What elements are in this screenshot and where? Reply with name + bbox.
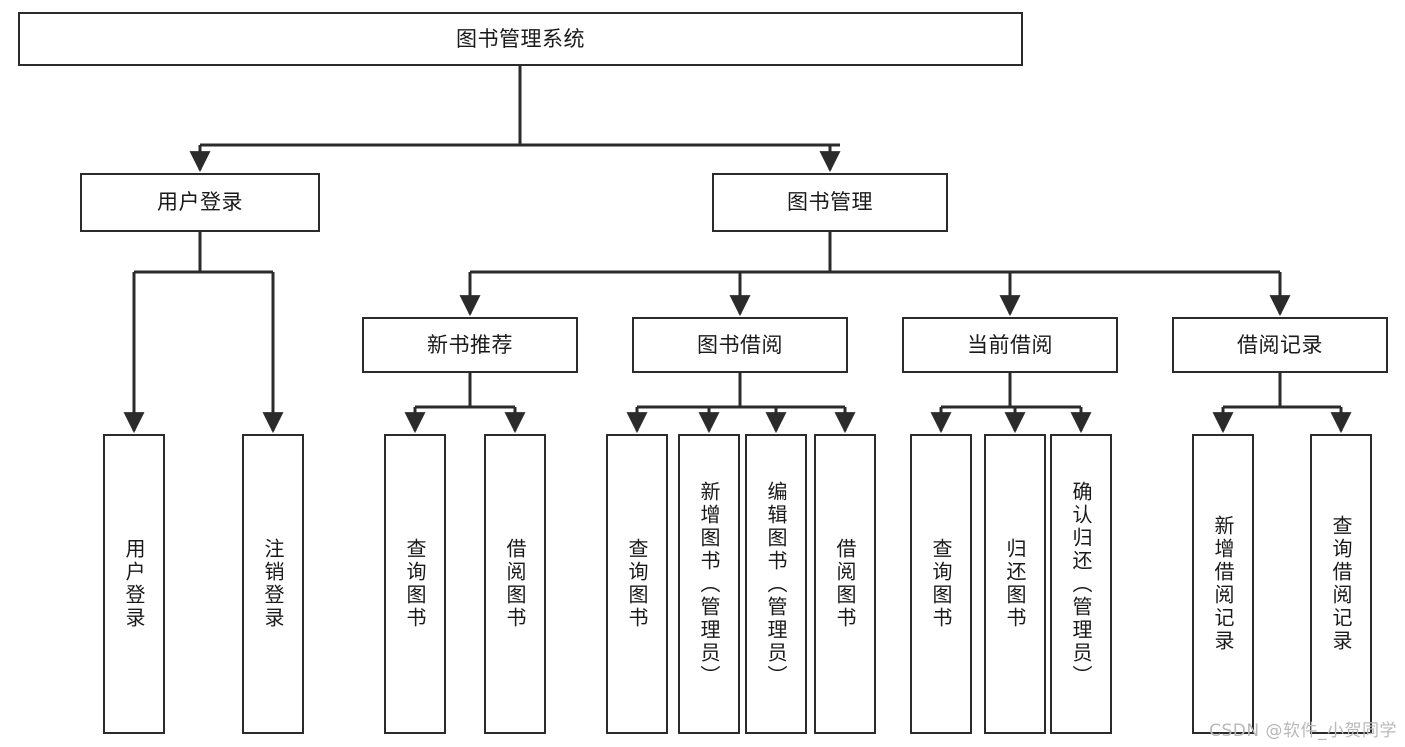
node-leaf-return-book-label: 归还图书 [1003, 538, 1027, 630]
node-leaf-query-book-1-label: 查询图书 [403, 538, 427, 630]
node-new-book-rec-label: 新书推荐 [427, 332, 513, 357]
node-leaf-user-login-label: 用户登录 [122, 538, 146, 630]
node-leaf-return-book[interactable]: 归还图书 [984, 434, 1046, 734]
node-leaf-add-record-label: 新增借阅记录 [1211, 515, 1235, 653]
node-leaf-logout-label: 注销登录 [261, 538, 285, 630]
node-leaf-user-login[interactable]: 用户登录 [103, 434, 165, 734]
node-leaf-query-book-1[interactable]: 查询图书 [384, 434, 446, 734]
node-leaf-query-book-2[interactable]: 查询图书 [606, 434, 668, 734]
node-leaf-query-record-label: 查询借阅记录 [1329, 515, 1353, 653]
node-leaf-confirm-return[interactable]: 确认归还（管理员） [1050, 434, 1112, 734]
node-leaf-add-book-label: 新增图书（管理员） [697, 480, 721, 688]
node-leaf-query-book-3[interactable]: 查询图书 [910, 434, 972, 734]
node-user-login[interactable]: 用户登录 [80, 173, 320, 232]
node-leaf-query-book-3-label: 查询图书 [929, 538, 953, 630]
node-leaf-add-record[interactable]: 新增借阅记录 [1192, 434, 1254, 734]
node-user-login-label: 用户登录 [157, 190, 243, 215]
node-leaf-query-record[interactable]: 查询借阅记录 [1310, 434, 1372, 734]
node-book-borrow-label: 图书借阅 [697, 332, 783, 357]
node-leaf-borrow-book-1-label: 借阅图书 [503, 538, 527, 630]
node-borrow-record-label: 借阅记录 [1237, 332, 1323, 357]
node-current-borrow-label: 当前借阅 [967, 332, 1053, 357]
node-leaf-borrow-book-2-label: 借阅图书 [833, 538, 857, 630]
node-leaf-logout[interactable]: 注销登录 [242, 434, 304, 734]
node-current-borrow[interactable]: 当前借阅 [902, 317, 1118, 373]
node-new-book-rec[interactable]: 新书推荐 [362, 317, 578, 373]
node-root-label: 图书管理系统 [456, 26, 585, 51]
node-book-borrow[interactable]: 图书借阅 [632, 317, 848, 373]
node-leaf-borrow-book-1[interactable]: 借阅图书 [484, 434, 546, 734]
node-leaf-query-book-2-label: 查询图书 [625, 538, 649, 630]
node-root[interactable]: 图书管理系统 [18, 12, 1023, 66]
node-book-manage[interactable]: 图书管理 [712, 173, 948, 232]
node-leaf-borrow-book-2[interactable]: 借阅图书 [814, 434, 876, 734]
node-leaf-confirm-return-label: 确认归还（管理员） [1069, 480, 1093, 688]
node-leaf-add-book[interactable]: 新增图书（管理员） [678, 434, 740, 734]
node-borrow-record[interactable]: 借阅记录 [1172, 317, 1388, 373]
node-leaf-edit-book-label: 编辑图书（管理员） [764, 480, 788, 688]
node-leaf-edit-book[interactable]: 编辑图书（管理员） [745, 434, 807, 734]
node-book-manage-label: 图书管理 [787, 190, 873, 215]
